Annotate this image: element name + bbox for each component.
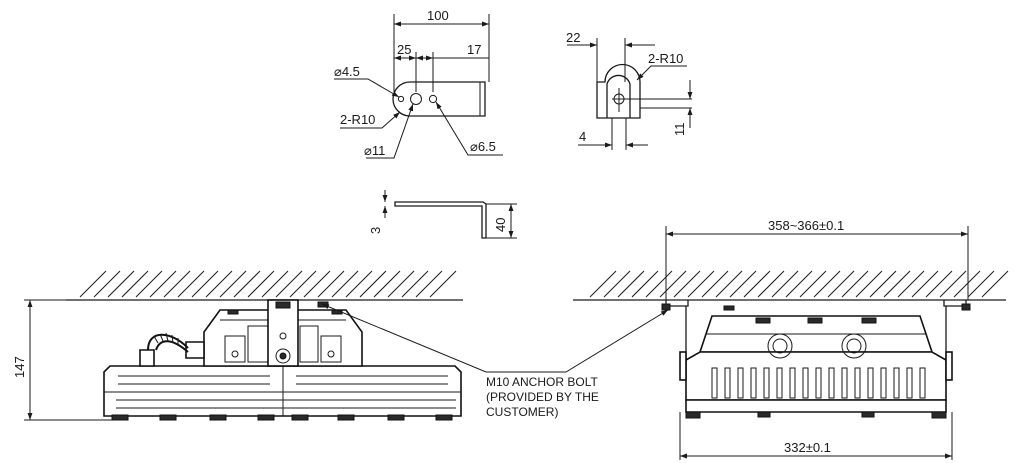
label-corner-radius: 2-R10	[340, 112, 375, 127]
dim-profile-thickness: 3	[368, 227, 383, 234]
dim-end-width: 22	[566, 30, 580, 45]
callout-line-1: M10 ANCHOR BOLT	[486, 375, 598, 389]
dim-plate-thickness: 4	[579, 129, 586, 144]
label-end-corner-radius: 2-R10	[648, 51, 683, 66]
front-port-left-icon	[767, 333, 793, 359]
side-view-luminaire: 147	[12, 299, 462, 421]
dim-body-width: 332±0.1	[784, 440, 831, 455]
bracket-profile-view: 3 40	[368, 190, 517, 239]
large-hole-icon	[410, 93, 422, 105]
dim-anchor-span: 358~366±0.1	[768, 218, 844, 233]
callout-line-3: CUSTOMER)	[486, 405, 558, 419]
label-small-hole-dia: ⌀4.5	[334, 64, 360, 79]
callout-line-2: (PROVIDED BY THE	[486, 390, 599, 404]
dim-leg-height: 40	[493, 218, 508, 232]
ceiling-right	[573, 270, 1009, 301]
bracket-end-view: 22 2-R10 4 11	[566, 30, 693, 150]
dim-edge-offset: 17	[467, 42, 481, 57]
label-mid-hole-dia: ⌀6.5	[470, 139, 496, 154]
dim-overall-width: 100	[427, 8, 449, 23]
mid-hole-icon	[428, 94, 438, 104]
dim-hole-height: 11	[672, 123, 687, 137]
anchor-bolt-callout: M10 ANCHOR BOLT (PROVIDED BY THE CUSTOME…	[321, 303, 669, 419]
label-large-hole-dia: ⌀11	[364, 143, 385, 158]
bracket-top-view: 100 25 17 ⌀4.5 2-R10 ⌀11 ⌀6.5	[334, 8, 503, 159]
dim-hole-spacing: 25	[397, 42, 411, 57]
dim-side-height: 147	[12, 356, 27, 378]
ceiling-left	[66, 270, 463, 301]
front-port-right-icon	[841, 333, 867, 359]
small-hole-icon	[397, 95, 405, 103]
front-view-luminaire: 358~366±0.1 332±0.1	[661, 218, 971, 460]
